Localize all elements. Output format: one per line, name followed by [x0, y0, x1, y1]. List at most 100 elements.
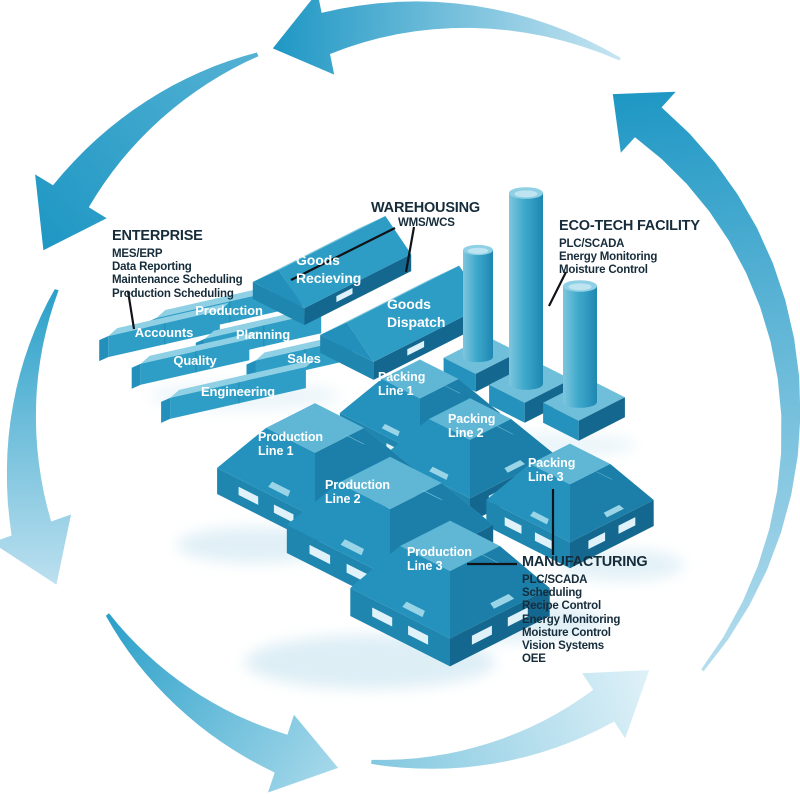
roof-vent [345, 434, 366, 445]
roof-vent [490, 594, 515, 609]
enterprise-system-2: Data Reporting [112, 261, 192, 274]
wall-southwest [486, 500, 570, 569]
manufacturing-system-3: Recipe Control [522, 600, 601, 613]
chimney-stack [563, 286, 597, 408]
manufacturing-system-1: PLC/SCADA [522, 574, 588, 586]
warehousing-heading: WAREHOUSING [371, 200, 480, 216]
roof-slope-near [346, 265, 486, 362]
cycle-arrow-right [612, 91, 800, 672]
vent-slot [471, 625, 492, 645]
roof-slope-sw [384, 419, 470, 499]
bar-seam [164, 323, 166, 345]
roof-slope-near [278, 216, 412, 309]
production-line-1-label: Production Line 1 [258, 430, 323, 458]
vent-slot [618, 517, 636, 534]
roof-flat-top [529, 443, 611, 485]
bar-seam [195, 351, 197, 373]
chimney-stack [509, 193, 543, 390]
roof-flat-top [400, 520, 500, 572]
chimney-base-right [578, 397, 625, 441]
roof-vent [595, 471, 614, 480]
roof-slope-sw [217, 428, 315, 518]
goods-dispatch-building [320, 265, 486, 380]
roof-vent [421, 490, 444, 501]
long-wall [373, 305, 486, 380]
roof-vent [496, 426, 515, 435]
roof-slope-sw [339, 379, 420, 454]
cycle-arrow-bottom [105, 613, 339, 793]
dept-bar-accounts [99, 302, 229, 362]
enterprise-section: ENTERPRISE MES/ERP Data Reporting Mainte… [112, 228, 243, 301]
enterprise-system-4: Production Scheduling [112, 287, 234, 300]
cycle-arrow-upper-left [35, 52, 259, 251]
bar-end-face [99, 336, 109, 362]
production-line-3-building [350, 520, 550, 667]
chimney-stack [463, 250, 493, 363]
sales-label: Sales [287, 351, 321, 366]
roof-slope-far [320, 265, 460, 335]
warehousing-system-1: WMS/WCS [398, 217, 455, 229]
dept-bar-quality [131, 331, 259, 389]
roof-vent [381, 423, 400, 437]
roof-vent [480, 554, 502, 565]
gable-end [320, 322, 374, 362]
chimney-top-inner [467, 247, 489, 254]
roof-vent [530, 511, 549, 525]
manufacturing-system-4: Energy Monitoring [522, 613, 621, 626]
bar-seam [238, 382, 240, 404]
packing-line-1-label: Packing Line 1 [378, 370, 426, 398]
roof-slope-sw [286, 483, 390, 578]
bar-top-face [140, 331, 259, 364]
vent-slot [273, 504, 294, 523]
long-wall [304, 254, 412, 326]
packing-line-3-label: Packing Line 3 [528, 456, 576, 484]
goods-dispatch-label: Goods Dispatch [387, 296, 446, 330]
eco-chimney-3 [543, 280, 625, 441]
ecotech-system-1: PLC/SCADA [559, 238, 625, 250]
manufacturing-system-7: OEE [522, 653, 546, 666]
packing-line-3-building [486, 443, 654, 569]
roof-slope-se [450, 546, 550, 639]
roof-vent [429, 466, 449, 480]
roof-slope-se [570, 464, 654, 543]
enterprise-system-1: MES/ERP [112, 248, 163, 260]
chimney-top-inner [568, 283, 592, 291]
dept-bar-engineering [161, 359, 315, 423]
enterprise-system-3: Maintenance Scheduling [112, 274, 243, 287]
roof-flat-top [381, 359, 459, 399]
eco-chimney-1 [443, 244, 519, 392]
chimney-base-left [543, 402, 579, 441]
chimney-base-right [475, 352, 519, 392]
roof-vent [504, 460, 525, 473]
wall-southeast [570, 500, 654, 569]
production-line-2-label: Production Line 2 [325, 478, 390, 506]
vent-slot [534, 532, 552, 550]
roof-slope-sw [350, 546, 450, 639]
enterprise-leader-line [126, 290, 136, 330]
engineering-label: Engineering [200, 384, 276, 399]
roof-vent [402, 601, 425, 618]
roof-slope-far [252, 216, 386, 282]
vent-slot [336, 288, 353, 303]
packing-line-2-label: Packing Line 2 [448, 412, 496, 440]
roof-flat-top [429, 398, 511, 440]
wall-southwest [350, 588, 450, 667]
vent-slot [407, 340, 425, 356]
goods-receiving-label: Goods Recieving [296, 252, 362, 286]
cycle-arrow-bottom-right [371, 670, 650, 769]
warehousing-receiving-leader-line [290, 227, 396, 281]
vent-slot [238, 486, 259, 505]
vent-slot [372, 607, 393, 627]
quality-label: Quality [173, 353, 217, 368]
roof-vent [340, 539, 364, 556]
bar-seam [263, 325, 265, 347]
roof-flat-top [266, 403, 364, 453]
manufacturing-system-5: Moisture Control [522, 626, 611, 639]
warehousing-section: WAREHOUSING WMS/WCS [371, 200, 480, 230]
vent-slot [309, 544, 331, 565]
production-line-3-label: Production Line 3 [407, 545, 472, 573]
chimney-base-left [443, 357, 476, 392]
vent-slot [507, 607, 528, 627]
